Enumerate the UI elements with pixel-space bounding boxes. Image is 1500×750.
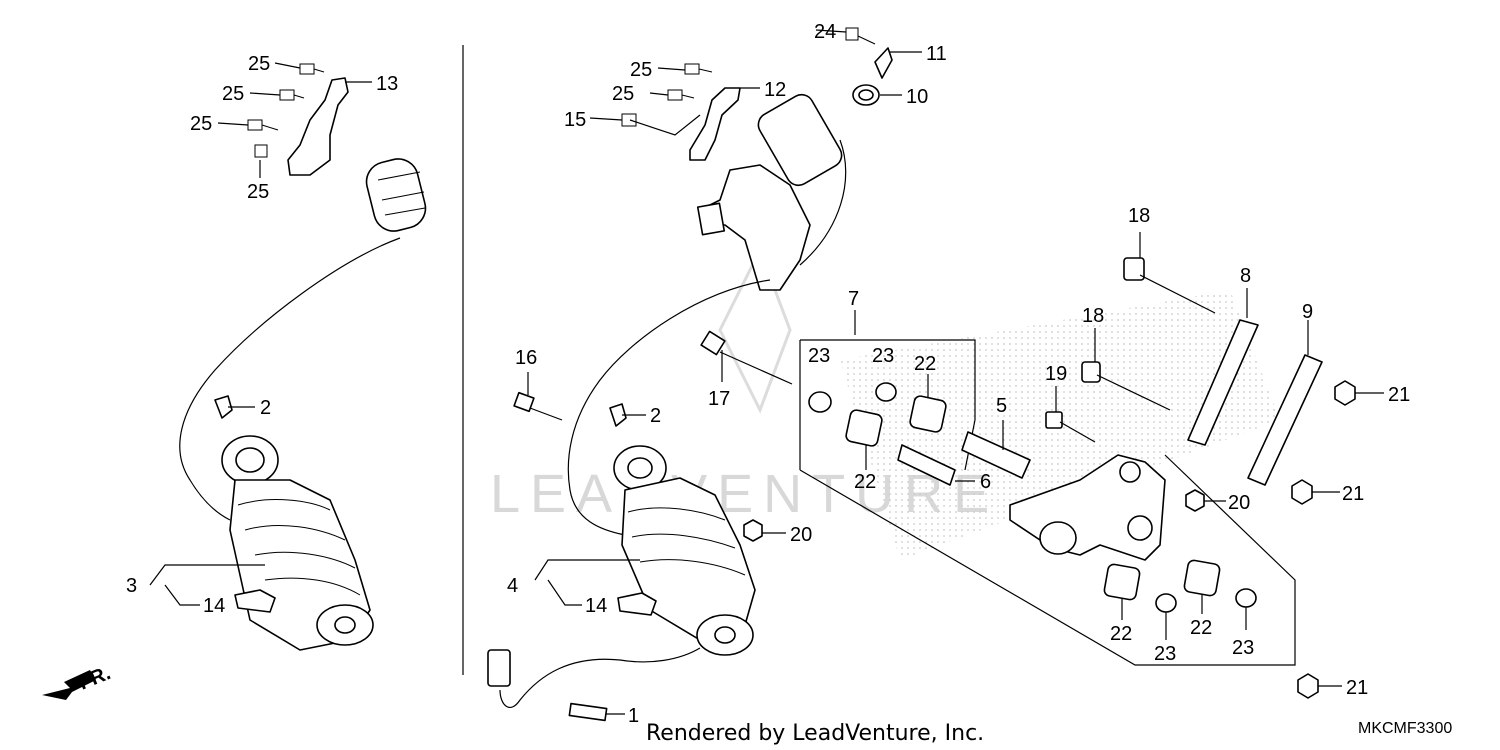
callout-25: 25 <box>190 113 212 135</box>
front-direction-arrow: FR. <box>42 662 114 700</box>
callout-21: 21 <box>1346 677 1368 699</box>
callout-8: 8 <box>1240 265 1251 287</box>
callout-18: 18 <box>1128 205 1150 227</box>
left-shock-assembly <box>149 63 427 651</box>
callout-17: 17 <box>708 388 730 410</box>
callout-22: 22 <box>1110 623 1132 645</box>
callout-4: 4 <box>507 575 518 597</box>
callout-2: 2 <box>650 405 661 427</box>
callout-22: 22 <box>1190 617 1212 639</box>
linkage-assembly <box>743 257 1356 699</box>
callout-leaders <box>217 29 1384 715</box>
callout-9: 9 <box>1302 301 1313 323</box>
right-shock-assembly <box>487 27 893 722</box>
callout-20: 20 <box>1228 492 1250 514</box>
callout-18: 18 <box>1082 305 1104 327</box>
callout-22: 22 <box>914 353 936 375</box>
callout-15: 15 <box>564 109 586 131</box>
callout-2: 2 <box>260 397 271 419</box>
callout-21: 21 <box>1342 483 1364 505</box>
callout-7: 7 <box>848 288 859 310</box>
callout-23: 23 <box>1154 643 1176 665</box>
callout-20: 20 <box>790 524 812 546</box>
callout-21: 21 <box>1388 384 1410 406</box>
callout-labels: 25 13 25 25 25 2 3 14 24 11 25 12 10 25 … <box>126 21 1410 727</box>
callout-25: 25 <box>612 83 634 105</box>
callout-14: 14 <box>203 595 225 617</box>
callout-23: 23 <box>808 345 830 367</box>
front-marker-label: FR. <box>76 662 114 694</box>
watermark-logo <box>718 246 792 414</box>
bolt-17 <box>700 330 793 385</box>
callout-25: 25 <box>247 181 269 203</box>
callout-23: 23 <box>872 345 894 367</box>
callout-22: 22 <box>854 471 876 493</box>
callout-19: 19 <box>1045 363 1067 385</box>
callout-25: 25 <box>222 83 244 105</box>
callout-23: 23 <box>1232 637 1254 659</box>
callout-13: 13 <box>376 73 398 95</box>
diagram-code: MKCMF3300 <box>1358 720 1452 737</box>
callout-25: 25 <box>630 59 652 81</box>
callout-14: 14 <box>585 595 607 617</box>
callout-25: 25 <box>248 53 270 75</box>
bolt-16 <box>513 391 563 421</box>
callout-12: 12 <box>764 79 786 101</box>
callout-3: 3 <box>126 575 137 597</box>
callout-10: 10 <box>906 86 928 108</box>
callout-24: 24 <box>814 21 836 43</box>
callout-16: 16 <box>515 347 537 369</box>
rendered-by-credit: Rendered by LeadVenture, Inc. <box>646 721 984 746</box>
callout-5: 5 <box>996 395 1007 417</box>
callout-6: 6 <box>980 471 991 493</box>
callout-1: 1 <box>628 705 639 727</box>
callout-11: 11 <box>926 43 947 65</box>
